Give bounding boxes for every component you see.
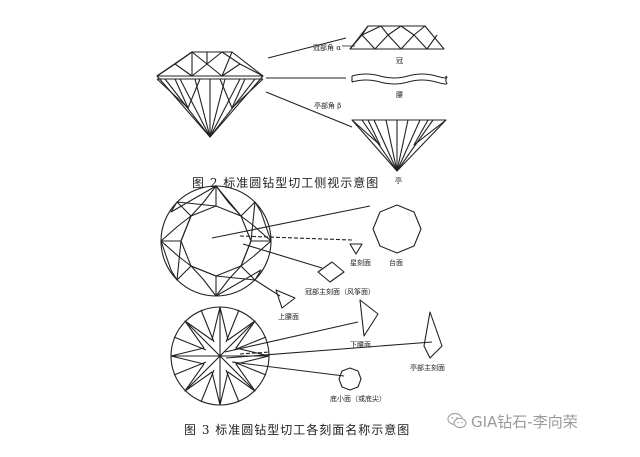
star-facet-shape <box>349 243 363 255</box>
upper-girdle-shape <box>275 289 296 309</box>
bezel-facet-label: 冠部主刻面（风筝面） <box>305 288 375 296</box>
pavilion-label: 亭 <box>395 177 402 185</box>
pavilion-detail <box>351 119 447 172</box>
table-octagon <box>372 204 422 254</box>
watermark-text: GIA钻石-李向荣 <box>471 412 578 431</box>
girdle-label: 腰 <box>396 91 403 99</box>
pavilion-main-shape <box>423 311 443 359</box>
crown-label: 冠 <box>396 57 403 65</box>
bezel-facet-shape <box>317 261 345 283</box>
star-facet-label: 星刻面 <box>350 259 371 267</box>
figure3-caption: 图 3 标准圆钻型切工各刻面名称示意图 <box>184 423 411 437</box>
wechat-icon <box>447 412 467 429</box>
pavilion-main-label: 亭部主刻面 <box>410 364 445 372</box>
lower-girdle-label: 下腰面 <box>350 341 371 349</box>
girdle-detail <box>351 73 448 85</box>
top-view-diamond <box>160 185 272 297</box>
crown-detail <box>342 25 445 50</box>
lower-girdle-shape <box>359 299 379 337</box>
pavilion-angle-label: 亭部角 β <box>314 102 342 110</box>
upper-girdle-label: 上腰面 <box>278 313 299 321</box>
watermark: GIA钻石-李向荣 <box>447 410 578 432</box>
side-view-diamond <box>156 51 264 138</box>
culet-label: 底小面（或底尖） <box>330 395 386 403</box>
figure2-caption: 图 2 标准圆钻型切工侧视示意图 <box>192 176 380 190</box>
crown-angle-label: 冠部角 α <box>313 44 341 52</box>
culet-octagon <box>338 367 362 391</box>
table-label: 台面 <box>389 259 403 267</box>
